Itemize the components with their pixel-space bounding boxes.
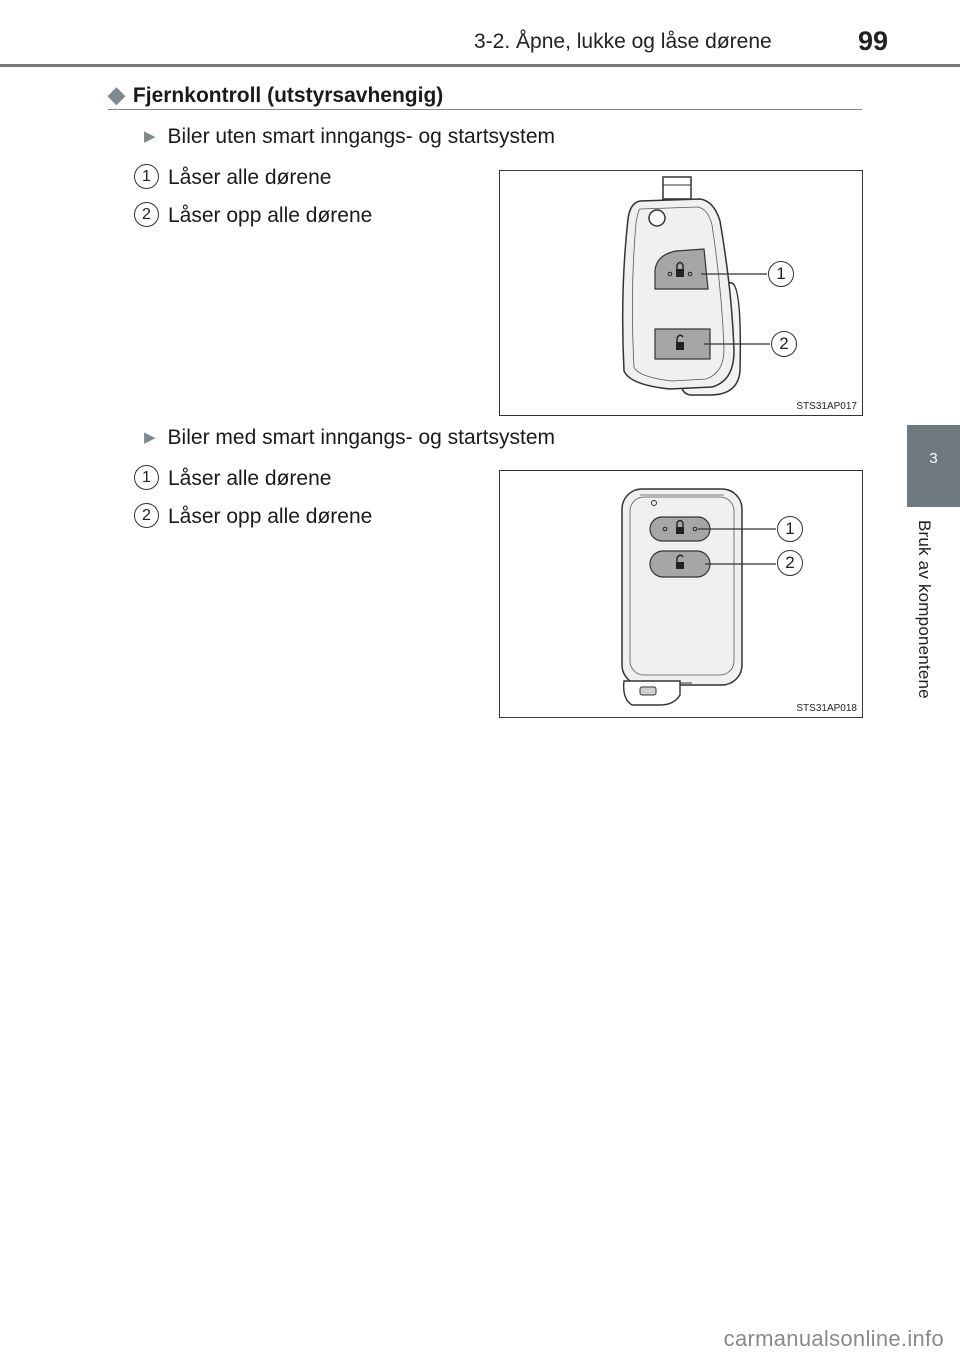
item-text: Låser opp alle dørene [168,204,373,227]
chapter-tab-label: Bruk av komponentene [915,520,934,699]
chapter-tab [907,425,960,507]
watermark: carmanualsonline.info [723,1326,944,1351]
item-text: Låser alle dørene [168,467,332,490]
diamond-bullet-icon: ◆ [108,82,125,107]
subheading-text: Biler med smart inngangs- og startsystem [167,426,556,449]
subheading-without-smart-entry: ▶ Biler uten smart inngangs- og startsyst… [144,125,555,149]
figure-smart-key: 1 2 STS31AP018 [499,470,863,718]
figure-code: STS31AP018 [796,703,857,714]
section-title-text: Fjernkontroll (utstyrsavhengig) [132,84,444,107]
triangle-bullet-icon: ▶ [144,128,156,145]
callout-1: 1 [768,261,794,287]
callout-2: 2 [777,550,803,576]
running-header-title: 3-2. Åpne, lukke og låse dørene [474,30,772,53]
callout-2: 2 [771,331,797,357]
item-number-badge: 2 [134,503,159,528]
item-number-badge: 1 [134,465,159,490]
header-rule [0,64,960,67]
item-number-badge: 2 [134,202,159,227]
item-text: Låser alle dørene [168,166,332,189]
triangle-bullet-icon: ▶ [144,429,156,446]
section-title: ◆ Fjernkontroll (utstyrsavhengig) [108,82,443,108]
item-number-badge: 1 [134,164,159,189]
subheading-with-smart-entry: ▶ Biler med smart inngangs- og startsyste… [144,426,555,450]
flip-key-illustration [621,176,770,396]
callout-1: 1 [777,516,803,542]
subheading-text: Biler uten smart inngangs- og startsyste… [167,125,556,148]
section-rule [108,109,862,110]
page-number: 99 [858,26,889,56]
figure-flip-key: 1 2 STS31AP017 [499,170,863,416]
smart-key-illustration [621,488,776,706]
chapter-tab-number: 3 [929,450,938,467]
figure-code: STS31AP017 [796,401,857,412]
item-text: Låser opp alle dørene [168,505,373,528]
